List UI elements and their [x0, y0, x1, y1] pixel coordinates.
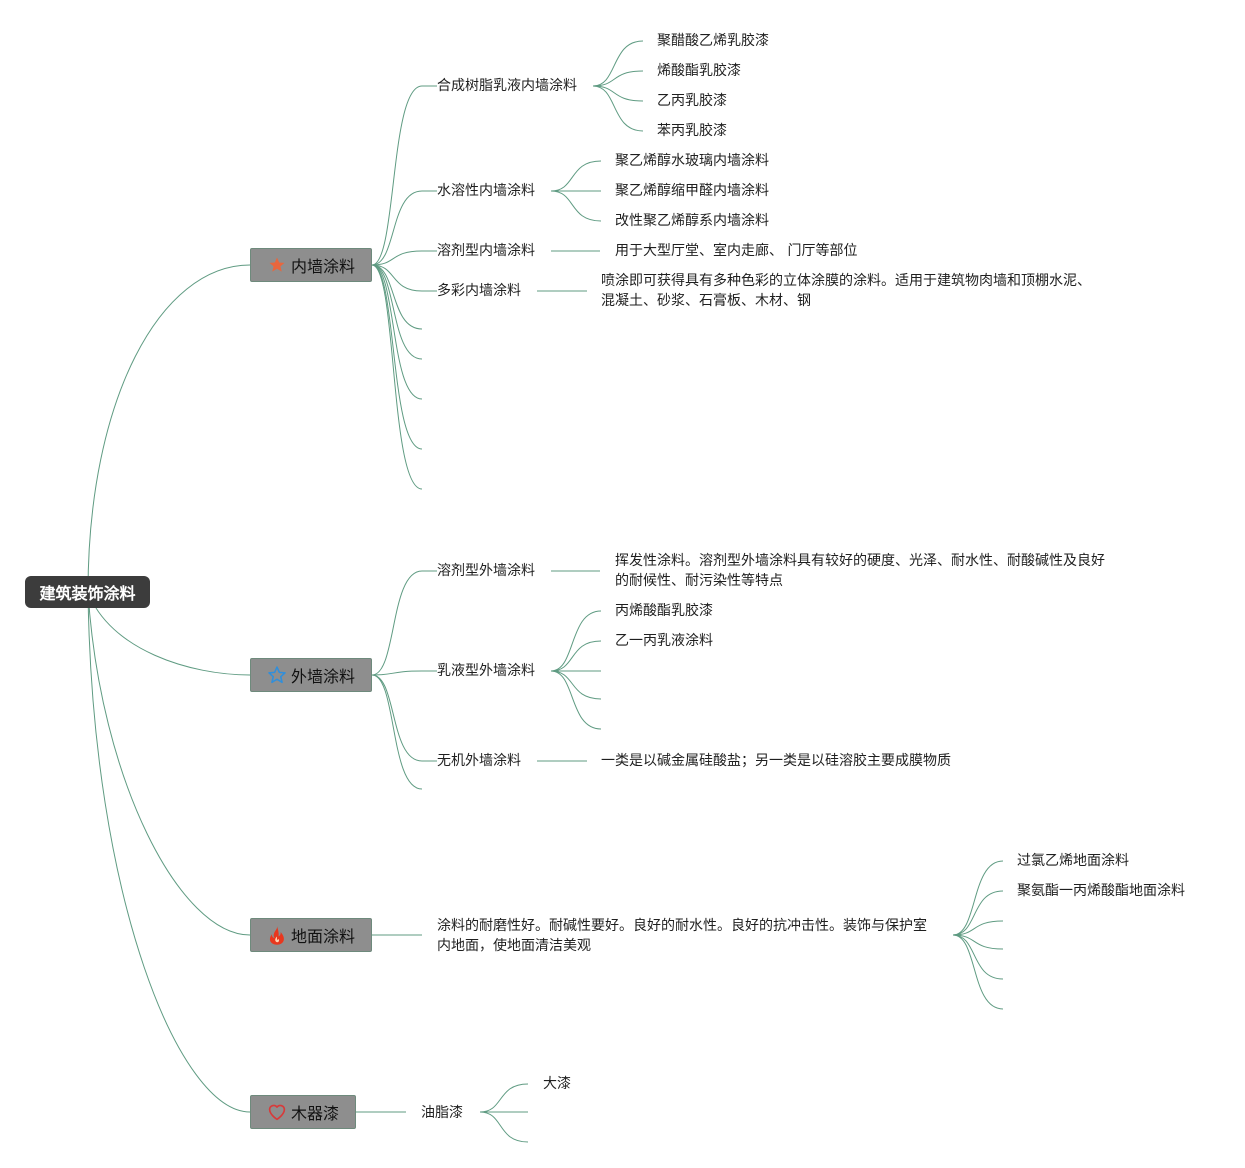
connector [952, 934, 1004, 950]
connector [952, 890, 1004, 936]
connector [550, 670, 602, 730]
note-solvent-outer[interactable]: 挥发性涂料。溶剂型外墙涂料具有较好的硬度、光泽、耐水性、耐酸碱性及良好的耐候性、… [615, 553, 1105, 589]
root-node[interactable]: 建筑装饰涂料 [25, 576, 150, 608]
leaf-item[interactable]: 烯酸酯乳胶漆 [657, 63, 741, 79]
node-inorganic-outer[interactable]: 无机外墙涂料 [437, 753, 521, 769]
connector [371, 570, 423, 676]
leaf-item[interactable]: 聚乙烯醇水玻璃内墙涂料 [615, 153, 769, 169]
node-solvent-outer[interactable]: 溶剂型外墙涂料 [437, 563, 535, 579]
leaf-item[interactable]: 聚氨酯一丙烯酸酯地面涂料 [1017, 883, 1185, 899]
connector [371, 250, 423, 266]
branch-wood[interactable]: 木器漆 [250, 1095, 356, 1129]
branch-wood-label: 木器漆 [290, 1104, 339, 1123]
node-oil-paint[interactable]: 油脂漆 [421, 1105, 463, 1121]
connector [592, 70, 644, 87]
connector [952, 934, 1004, 980]
leaf-item[interactable]: 过氯乙烯地面涂料 [1017, 853, 1129, 869]
node-solvent-inner[interactable]: 溶剂型内墙涂料 [437, 243, 535, 259]
connector [550, 190, 602, 222]
node-multicolor-inner[interactable]: 多彩内墙涂料 [437, 283, 521, 299]
note-solvent-inner[interactable]: 用于大型厅堂、室内走廊、 门厅等部位 [615, 243, 858, 259]
connector [371, 190, 423, 266]
connector [87, 591, 251, 676]
note-floor[interactable]: 涂料的耐磨性好。耐碱性要好。良好的耐水性。良好的抗冲击性。装饰与保护室内地面，使… [437, 918, 927, 954]
connector [952, 860, 1004, 936]
connector [592, 85, 644, 102]
branch-inner-wall-label: 内墙涂料 [290, 257, 355, 276]
node-synthetic-resin-latex[interactable]: 合成树脂乳液内墙涂料 [437, 78, 577, 94]
connector [479, 1111, 529, 1143]
connector [550, 670, 602, 700]
leaf-item[interactable]: 聚醋酸乙烯乳胶漆 [657, 33, 769, 49]
connector [87, 591, 251, 936]
fire-icon [267, 925, 287, 945]
branch-floor-label: 地面涂料 [290, 927, 355, 946]
connector [371, 674, 423, 790]
leaf-item[interactable]: 苯丙乳胶漆 [657, 123, 727, 139]
heart-outline-icon [267, 1102, 287, 1122]
leaf-item[interactable]: 大漆 [543, 1076, 571, 1092]
leaf-item[interactable]: 聚乙烯醇缩甲醛内墙涂料 [615, 183, 769, 199]
node-latex-outer[interactable]: 乳液型外墙涂料 [437, 663, 535, 679]
note-inorganic-outer[interactable]: 一类是以碱金属硅酸盐；另一类是以硅溶胶主要成膜物质 [601, 753, 951, 769]
connector [371, 670, 423, 676]
leaf-item[interactable]: 乙丙乳胶漆 [657, 93, 727, 109]
connector [371, 264, 423, 330]
connector [952, 934, 1004, 1010]
connector [371, 264, 423, 292]
branch-outer-wall-label: 外墙涂料 [290, 667, 355, 686]
connector [952, 920, 1004, 936]
connector [592, 40, 644, 87]
connector [371, 264, 423, 450]
connector [550, 610, 602, 672]
star-outline-icon [267, 665, 287, 685]
leaf-item[interactable]: 丙烯酸酯乳胶漆 [615, 603, 713, 619]
connector [371, 264, 423, 360]
leaf-item[interactable]: 改性聚乙烯醇系内墙涂料 [615, 213, 769, 229]
branch-floor[interactable]: 地面涂料 [250, 918, 372, 952]
connector [371, 85, 423, 266]
connector [479, 1083, 529, 1113]
star-filled-icon [267, 255, 287, 275]
connector [550, 160, 602, 192]
note-multicolor-inner[interactable]: 喷涂即可获得具有多种色彩的立体涂膜的涂料。适用于建筑物肉墙和顶棚水泥、混凝土、砂… [601, 273, 1091, 309]
connector [550, 640, 602, 672]
branch-inner-wall[interactable]: 内墙涂料 [250, 248, 372, 282]
leaf-item[interactable]: 乙一丙乳液涂料 [615, 633, 713, 649]
connector [592, 85, 644, 132]
connector [87, 591, 251, 1113]
node-water-soluble[interactable]: 水溶性内墙涂料 [437, 183, 535, 199]
connector [87, 264, 251, 593]
connector [371, 264, 423, 490]
branch-outer-wall[interactable]: 外墙涂料 [250, 658, 372, 692]
connector [371, 264, 423, 400]
